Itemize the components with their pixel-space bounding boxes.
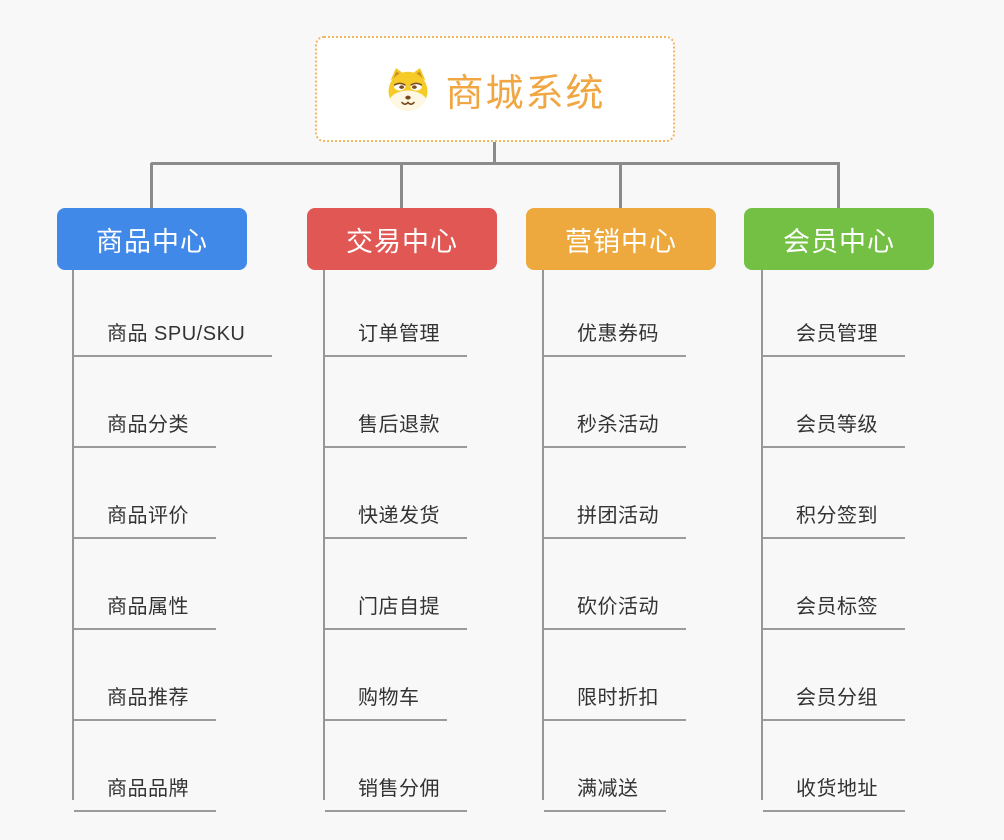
leaf-node[interactable]: 销售分佣 — [325, 775, 467, 812]
leaf-label: 限时折扣 — [577, 687, 659, 709]
leaf-label: 门店自提 — [358, 596, 440, 618]
leaf-label: 商品评价 — [107, 505, 189, 527]
leaf-node[interactable]: 满减送 — [544, 775, 666, 812]
branch-node-product-center[interactable]: 商品中心 — [57, 208, 247, 270]
branch-label: 营销中心 — [565, 226, 677, 257]
root-label: 商城系统 — [445, 72, 606, 115]
leaf-node[interactable]: 商品属性 — [74, 593, 216, 630]
leaf-label: 销售分佣 — [358, 778, 440, 800]
leaf-node[interactable]: 会员管理 — [763, 320, 905, 357]
leaf-label: 优惠券码 — [577, 323, 659, 345]
leaf-label: 售后退款 — [358, 414, 440, 436]
leaf-node[interactable]: 拼团活动 — [544, 502, 686, 539]
root-node[interactable]: 商城系统 — [315, 36, 675, 142]
leaf-node[interactable]: 限时折扣 — [544, 684, 686, 721]
branch-label: 交易中心 — [346, 226, 458, 257]
leaf-label: 会员标签 — [796, 596, 878, 618]
branch-children-trade: 订单管理 售后退款 快递发货 门店自提 购物车 销售分佣 — [323, 270, 467, 812]
shiba-dog-icon — [384, 65, 432, 113]
branch-node-marketing-center[interactable]: 营销中心 — [526, 208, 716, 270]
leaf-label: 购物车 — [358, 687, 420, 709]
leaf-node[interactable]: 秒杀活动 — [544, 411, 686, 448]
leaf-node[interactable]: 会员标签 — [763, 593, 905, 630]
leaf-label: 商品分类 — [107, 414, 189, 436]
leaf-label: 满减送 — [577, 778, 639, 800]
leaf-node[interactable]: 快递发货 — [325, 502, 467, 539]
leaf-node[interactable]: 商品推荐 — [74, 684, 216, 721]
leaf-label: 订单管理 — [358, 323, 440, 345]
leaf-label: 商品属性 — [107, 596, 189, 618]
branch-node-member-center[interactable]: 会员中心 — [744, 208, 934, 270]
leaf-node[interactable]: 会员等级 — [763, 411, 905, 448]
connector-drop-product — [150, 163, 153, 208]
leaf-node[interactable]: 商品 SPU/SKU — [74, 320, 273, 357]
leaf-label: 商品品牌 — [107, 778, 189, 800]
leaf-node[interactable]: 商品评价 — [74, 502, 216, 539]
leaf-label: 秒杀活动 — [577, 414, 659, 436]
leaf-label: 商品推荐 — [107, 687, 189, 709]
branch-node-trade-center[interactable]: 交易中心 — [307, 208, 497, 270]
connector-drop-marketing — [619, 163, 622, 208]
connector-drop-member — [837, 163, 840, 208]
leaf-label: 会员管理 — [796, 323, 878, 345]
leaf-label: 会员分组 — [796, 687, 878, 709]
connector-root-stem — [493, 142, 496, 164]
leaf-label: 商品 SPU/SKU — [107, 323, 246, 345]
leaf-label: 会员等级 — [796, 414, 878, 436]
branch-label: 商品中心 — [96, 226, 208, 257]
branch-label: 会员中心 — [783, 226, 895, 257]
connector-bus — [151, 162, 840, 165]
leaf-label: 拼团活动 — [577, 505, 659, 527]
leaf-node[interactable]: 收货地址 — [763, 775, 905, 812]
leaf-label: 快递发货 — [358, 505, 440, 527]
leaf-node[interactable]: 优惠券码 — [544, 320, 686, 357]
leaf-node[interactable]: 商品分类 — [74, 411, 216, 448]
branch-children-member: 会员管理 会员等级 积分签到 会员标签 会员分组 收货地址 — [761, 270, 905, 812]
leaf-label: 收货地址 — [796, 778, 878, 800]
leaf-node[interactable]: 积分签到 — [763, 502, 905, 539]
branch-children-marketing: 优惠券码 秒杀活动 拼团活动 砍价活动 限时折扣 满减送 — [542, 270, 686, 812]
leaf-node[interactable]: 商品品牌 — [74, 775, 216, 812]
leaf-label: 积分签到 — [796, 505, 878, 527]
leaf-node[interactable]: 订单管理 — [325, 320, 467, 357]
leaf-node[interactable]: 会员分组 — [763, 684, 905, 721]
leaf-node[interactable]: 售后退款 — [325, 411, 467, 448]
connector-drop-trade — [400, 163, 403, 208]
leaf-node[interactable]: 购物车 — [325, 684, 447, 721]
leaf-node[interactable]: 门店自提 — [325, 593, 467, 630]
leaf-node[interactable]: 砍价活动 — [544, 593, 686, 630]
leaf-label: 砍价活动 — [577, 596, 659, 618]
branch-children-product: 商品 SPU/SKU 商品分类 商品评价 商品属性 商品推荐 商品品牌 — [72, 270, 273, 812]
